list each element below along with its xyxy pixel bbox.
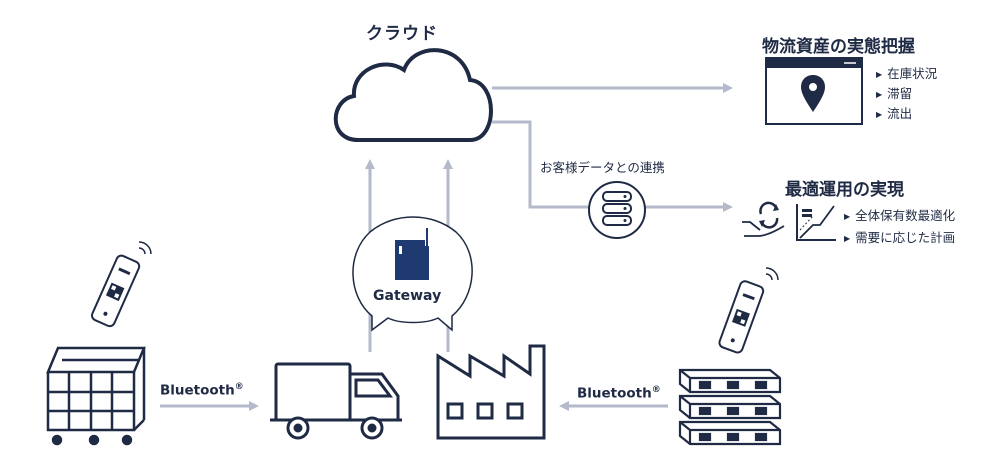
visibility-item: 滞留 — [876, 83, 912, 102]
cloud-icon — [333, 48, 493, 142]
bluetooth-text: Bluetooth — [577, 385, 652, 402]
cloud-label: クラウド — [366, 24, 438, 44]
tag-icon-left — [90, 254, 141, 328]
visibility-item: 流出 — [876, 103, 912, 122]
gateway-label: Gateway — [373, 288, 442, 304]
signal-icon-right — [765, 267, 779, 281]
visibility-title: 物流資産の実態把握 — [762, 37, 915, 57]
optimization-title: 最適運用の実現 — [785, 180, 904, 200]
customer-link-label: お客様データとの連携 — [540, 160, 665, 175]
registered-mark: ® — [651, 385, 661, 395]
cart-icon — [46, 346, 146, 446]
bluetooth-text: Bluetooth — [160, 382, 235, 399]
gateway-icon — [395, 228, 429, 280]
map-pin-icon — [801, 75, 825, 112]
truck-icon — [270, 362, 402, 440]
factory-icon — [436, 344, 546, 440]
bluetooth-label-left: Bluetooth® — [160, 382, 244, 399]
signal-icon-left — [138, 241, 152, 255]
registered-mark: ® — [234, 382, 244, 392]
visibility-item: 在庫状況 — [876, 63, 937, 82]
database-icon — [588, 181, 646, 239]
tag-icon-right — [718, 280, 765, 354]
optimization-item: 需要に応じた計画 — [844, 227, 955, 246]
chart-icon — [796, 204, 836, 241]
optimization-item: 全体保有数最適化 — [844, 205, 955, 224]
bluetooth-label-right: Bluetooth® — [577, 385, 661, 402]
recycle-icon — [742, 201, 785, 237]
pallet-icon — [678, 368, 782, 446]
